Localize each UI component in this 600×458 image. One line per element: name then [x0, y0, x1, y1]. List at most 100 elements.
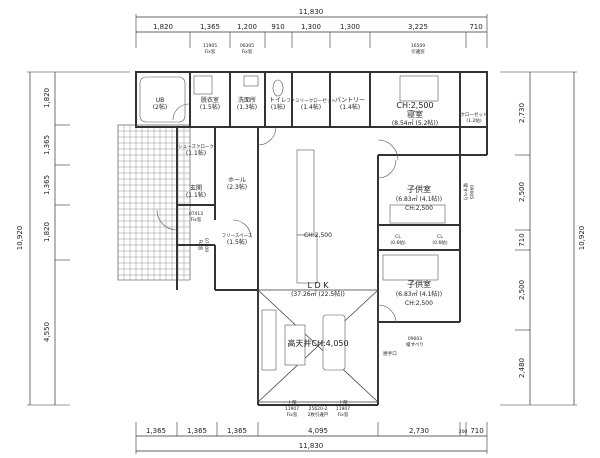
room-bedroom-label: 寝室 — [407, 109, 423, 119]
room-ldk-label: L D K — [308, 281, 330, 290]
room-ldk-area: (37.26㎡ (22.5帖)) — [291, 290, 345, 298]
window-code: 07409 — [203, 238, 209, 252]
room-free-space-area: (1.5帖) — [227, 238, 247, 246]
window-code: 06305 — [240, 43, 254, 49]
bottom-dim: 2,730 — [409, 427, 429, 435]
right-dim: 2,500 — [518, 182, 526, 202]
high-ceiling-area — [257, 289, 379, 403]
window-type: 縦すべり — [462, 183, 469, 201]
window-labels: 11905 Fix窓 06305 Fix窓 16509 引違窓 07413 Fi… — [189, 43, 474, 418]
window-code: 09005 — [468, 185, 474, 199]
room-kids1-area: (6.83㎡ (4.1帖)) — [396, 195, 442, 203]
room-dressing-label: 脱衣室 — [201, 96, 219, 104]
kitchen-counter-icon — [296, 149, 315, 236]
room-kids2-label: 子供室 — [407, 279, 431, 289]
right-dim: 710 — [518, 233, 526, 246]
right-dim: 2,730 — [518, 103, 526, 123]
top-dim: 1,365 — [200, 23, 220, 31]
room-kids2-ceiling: CH:2,500 — [405, 300, 433, 307]
room-kids2-area: (6.83㎡ (4.1帖)) — [396, 290, 442, 298]
window-type: Fix窓 — [338, 411, 349, 418]
room-shoes-closet-label: シューズクローク — [178, 143, 214, 150]
window-code: 09003 — [408, 336, 422, 342]
top-total-dim: 11,830 — [299, 8, 324, 16]
room-toilet-label: トイレ — [269, 97, 287, 104]
room-bedroom-area: (8.54㎡ (5.2帖)) — [392, 119, 438, 127]
room-free-space-label: フリースペース — [222, 233, 253, 239]
bottom-dimensions: 1,365 1,365 1,365 4,095 2,730 200 710 11… — [135, 422, 488, 454]
room-cl1-label: CL — [395, 234, 401, 240]
sofa-icon — [322, 314, 346, 371]
window-type: 縦すべり — [406, 341, 424, 348]
window-code: 25620-2 — [309, 406, 328, 412]
left-dim: 4,550 — [43, 322, 51, 342]
room-shoes-closet-area: (1.1帖) — [186, 149, 206, 157]
window-type: Fix窓 — [287, 411, 298, 418]
window-code: 07413 — [189, 211, 203, 217]
bed-icon — [382, 254, 439, 281]
left-dim: 1,820 — [43, 222, 51, 242]
sink-icon — [243, 75, 259, 87]
dining-ceiling: CH:2,500 — [304, 232, 332, 239]
window-code: 上部 — [339, 399, 348, 406]
bottom-total-dim: 11,830 — [299, 442, 324, 450]
room-dressing-area: (1.5帖) — [200, 103, 220, 111]
washing-machine-icon — [193, 75, 213, 95]
left-total-dim: 10,920 — [16, 226, 24, 251]
top-dim: 1,200 — [237, 23, 257, 31]
bottom-dim: 1,365 — [187, 427, 207, 435]
left-dimensions: 10,920 1,820 1,365 1,365 1,820 4,550 — [16, 71, 130, 406]
window-code: 上部 — [288, 399, 297, 406]
bottom-dim: 1,365 — [227, 427, 247, 435]
top-dim: 1,820 — [153, 23, 173, 31]
room-cl1-area: (0.6帖) — [390, 239, 405, 246]
bed-icon — [399, 75, 439, 102]
bottom-dim: 4,095 — [308, 427, 328, 435]
back-door-label: 勝手口 — [383, 350, 397, 357]
room-washroom-area: (1.3帖) — [237, 103, 257, 111]
room-closet-area: (1.2帖) — [466, 117, 481, 124]
room-kids1-label: 子供室 — [407, 184, 431, 194]
room-entrance-area: (1.1帖) — [186, 191, 206, 199]
rug-icon — [284, 324, 306, 366]
top-dim: 3,225 — [408, 23, 428, 31]
window-code: 11907 — [336, 406, 350, 412]
room-cl2-label: CL — [437, 234, 443, 240]
room-washroom-label: 洗面所 — [238, 96, 256, 104]
window-type: Fix窓 — [191, 216, 202, 223]
window-type: Fix窓 — [205, 48, 216, 55]
doors — [156, 103, 399, 323]
tv-board-icon — [261, 309, 277, 371]
window-code: 11907 — [285, 406, 299, 412]
dining-table-icon — [296, 234, 318, 284]
right-total-dim: 10,920 — [578, 226, 586, 251]
room-closet-label: クローゼット — [461, 111, 488, 118]
window-code: 16509 — [411, 43, 425, 49]
room-family-closet-area: (1.4帖) — [301, 103, 321, 111]
top-dim: 1,300 — [340, 23, 360, 31]
right-dim: 2,480 — [518, 358, 526, 378]
right-dimensions: 10,920 2,730 2,500 710 2,500 2,480 — [500, 71, 586, 406]
top-dim: 910 — [271, 23, 284, 31]
room-entrance-label: 玄関 — [190, 184, 202, 192]
bed-icon — [389, 204, 446, 224]
right-dim: 2,500 — [518, 280, 526, 300]
window-type: 引違窓 — [411, 48, 425, 55]
bottom-dim: 200 — [459, 429, 468, 435]
bottom-dim: 1,365 — [146, 427, 166, 435]
toilet-icon — [272, 79, 284, 97]
window-type: Fix窓 — [197, 240, 204, 251]
room-family-closet-label: ファミリークローゼット — [286, 97, 336, 104]
window-code: 11905 — [203, 43, 217, 49]
room-cl2-area: (0.6帖) — [432, 239, 447, 246]
left-dim: 1,820 — [43, 88, 51, 108]
room-pantry-label: パントリー — [335, 97, 365, 104]
room-pantry-area: (1.4帖) — [340, 103, 360, 111]
room-toilet-area: (1帖) — [271, 103, 286, 111]
top-dimensions: 11,830 1,820 1,365 1,200 910 1,300 1,300… — [135, 8, 488, 48]
high-ceiling-label: 高天井CH:4,050 — [287, 338, 348, 348]
bathtub-icon — [139, 76, 186, 123]
bottom-dim: 710 — [470, 427, 483, 435]
room-hall-label: ホール — [228, 177, 246, 184]
